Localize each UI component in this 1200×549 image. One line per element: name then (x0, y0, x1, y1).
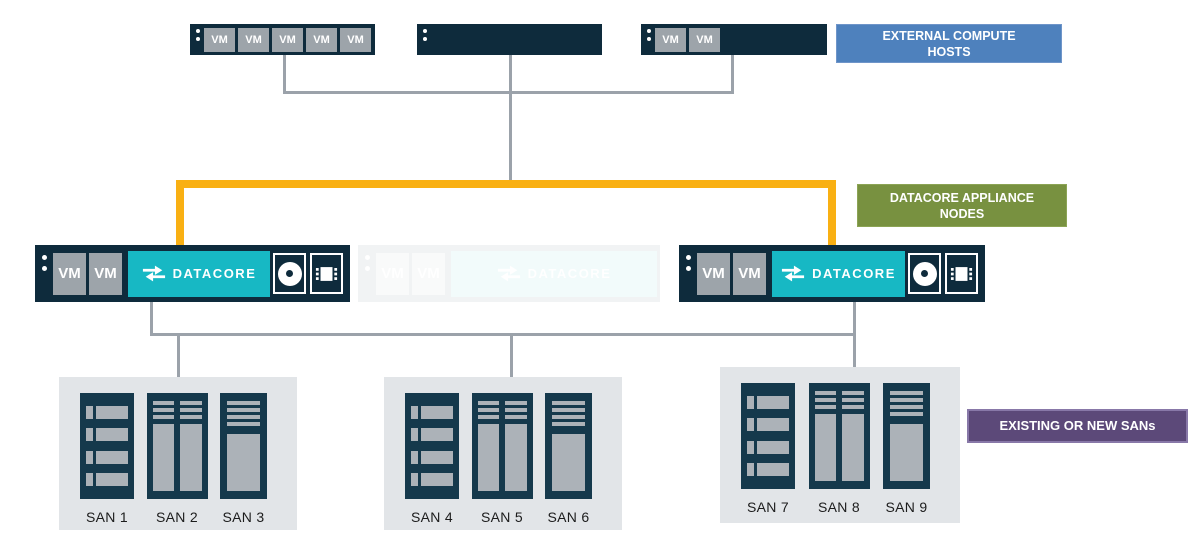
callout-external-compute-hosts: EXTERNAL COMPUTE HOSTS (836, 24, 1062, 63)
san-label: SAN 8 (818, 499, 860, 515)
yellow-link-horizontal (176, 180, 836, 188)
vm-chip: VM (412, 252, 445, 295)
san-group-3: SAN 7 SAN 8 SAN 9 (720, 367, 960, 523)
san-rack-icon (471, 393, 533, 499)
vm-chip: VM (655, 27, 686, 52)
callout-line: NODES (939, 206, 985, 221)
vm-chip: VM (340, 27, 371, 52)
connector-node1-drop (150, 301, 153, 335)
san-rack-icon (80, 393, 134, 499)
san-group-2: SAN 4 SAN 5 SAN 6 (384, 377, 622, 530)
connector-lower-bus (150, 333, 856, 336)
storage-media-icons (908, 253, 978, 294)
san-label: SAN 4 (411, 509, 453, 525)
external-host-1: VM VM VM VM VM (190, 24, 375, 55)
san-group-1: SAN 1 SAN 2 SAN 3 (59, 377, 297, 530)
callout-line: DATACORE APPLIANCE (889, 190, 1035, 205)
san-rack-icon (741, 383, 795, 489)
san-label: SAN 7 (747, 499, 789, 515)
vm-chip: VM (238, 27, 269, 52)
vm-chip: VM (306, 27, 337, 52)
external-host-3: VM VM (641, 24, 827, 55)
yellow-link-right-drop (828, 180, 836, 246)
connector-san-group1-drop (177, 333, 180, 378)
vm-chip: VM (53, 252, 86, 295)
yellow-link-left-drop (176, 180, 184, 246)
datacore-logo-box: DATACORE (128, 250, 270, 297)
datacore-wordmark: DATACORE (172, 266, 257, 281)
san-label: SAN 9 (885, 499, 928, 515)
status-dots (42, 255, 47, 271)
callout-datacore-appliance-nodes: DATACORE APPLIANCE NODES (857, 184, 1067, 227)
datacore-logo-box: DATACORE (451, 250, 657, 297)
datacore-wordmark: DATACORE (527, 266, 612, 281)
vm-chip: VM (697, 252, 730, 295)
connector-host2-drop (509, 55, 512, 182)
san-unit: SAN 2 (146, 393, 208, 525)
ghost-appliance-node: VM VM DATACORE (358, 245, 660, 302)
disk-icon (273, 253, 306, 294)
status-dots (647, 29, 651, 41)
vm-chip: VM (272, 27, 303, 52)
datacore-node-2: VM VM DATACORE (679, 245, 985, 302)
san-label: SAN 1 (86, 509, 128, 525)
san-unit: SAN 1 (80, 393, 134, 525)
status-dots (365, 255, 370, 271)
vm-chip: VM (89, 252, 122, 295)
connector-top-bus (283, 91, 734, 94)
san-rack-icon (405, 393, 459, 499)
storage-media-icons (273, 253, 343, 294)
san-rack-icon (146, 393, 208, 499)
disk-icon (908, 253, 941, 294)
vm-chip: VM (733, 252, 766, 295)
memory-chip-icon (945, 253, 978, 294)
status-dots (423, 29, 427, 41)
vm-chip: VM (376, 252, 409, 295)
datacore-node-1: VM VM DATACORE (35, 245, 350, 302)
callout-existing-or-new-sans: EXISTING OR NEW SANs (967, 409, 1188, 443)
vm-chip: VM (204, 27, 235, 52)
callout-line: EXISTING OR NEW SANs (999, 418, 1156, 433)
connector-host1-drop (283, 55, 286, 93)
san-unit: SAN 7 (741, 383, 795, 515)
san-unit: SAN 6 (545, 393, 592, 525)
datacore-logo-box: DATACORE (772, 250, 905, 297)
san-label: SAN 2 (156, 509, 198, 525)
datacore-arrows-icon (497, 265, 520, 282)
memory-chip-icon (310, 253, 343, 294)
status-dots (196, 29, 200, 41)
san-unit: SAN 3 (220, 393, 267, 525)
datacore-arrows-icon (142, 265, 165, 282)
status-dots (686, 255, 691, 271)
san-rack-icon (883, 383, 930, 489)
san-unit: SAN 5 (471, 393, 533, 525)
callout-line: HOSTS (927, 44, 971, 59)
san-label: SAN 3 (222, 509, 265, 525)
san-rack-icon (545, 393, 592, 499)
connector-host3-drop (731, 55, 734, 93)
san-unit: SAN 4 (405, 393, 459, 525)
callout-line: EXTERNAL COMPUTE (882, 28, 1016, 43)
external-host-2 (417, 24, 602, 55)
san-label: SAN 5 (481, 509, 523, 525)
san-rack-icon (808, 383, 870, 489)
vm-chip: VM (689, 27, 720, 52)
san-unit: SAN 8 (808, 383, 870, 515)
san-unit: SAN 9 (883, 383, 930, 515)
san-label: SAN 6 (547, 509, 590, 525)
datacore-wordmark: DATACORE (812, 266, 896, 281)
san-rack-icon (220, 393, 267, 499)
connector-san-group2-drop (510, 333, 513, 378)
datacore-arrows-icon (782, 265, 805, 282)
